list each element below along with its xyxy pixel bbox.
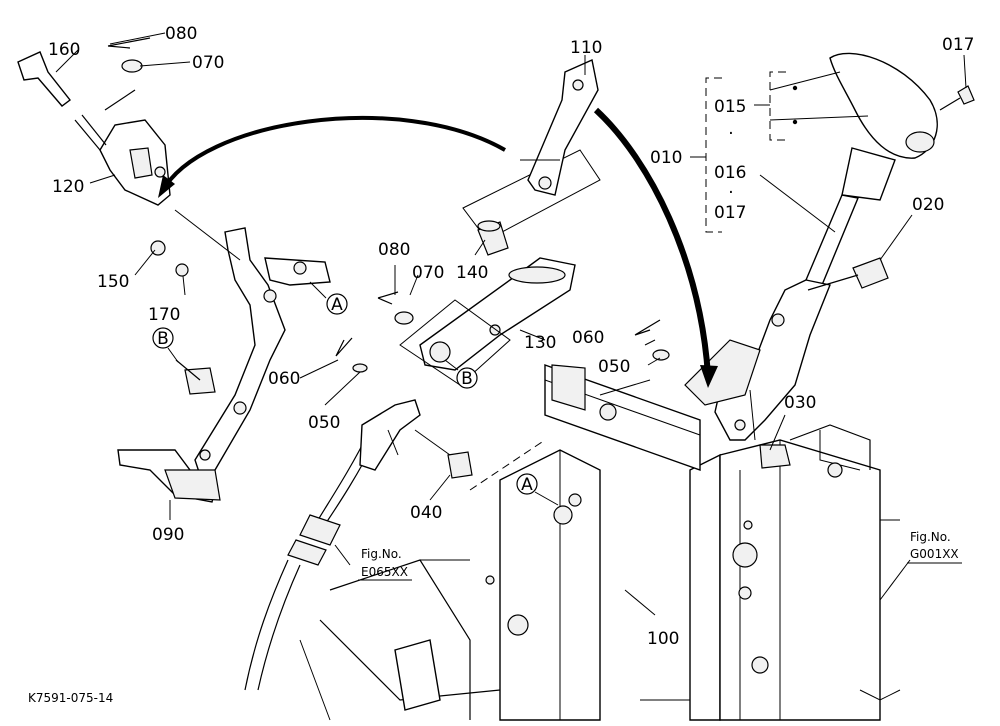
svg-text:Fig.No.: Fig.No.: [910, 530, 951, 544]
link-130: [399, 149, 601, 386]
chassis-frame: [299, 364, 901, 721]
pedal-arm-090: [117, 209, 331, 503]
leader-lines: [55, 32, 967, 616]
label-080-top: 080: [165, 24, 197, 44]
label-060-left: 060: [268, 369, 300, 389]
drawing-code: K7591-075-14: [28, 691, 113, 705]
label-010: 010: [650, 148, 682, 168]
label-140: 140: [456, 263, 488, 283]
shift-lever-010: [684, 52, 975, 469]
label-150: 150: [97, 272, 129, 292]
svg-text:B: B: [461, 369, 473, 389]
svg-text:·: ·: [728, 124, 733, 144]
callout-b-right: B: [444, 359, 478, 389]
fig-ref-g001xx: Fig.No. G001XX: [907, 530, 962, 564]
svg-text:B: B: [157, 329, 169, 349]
label-020: 020: [912, 195, 944, 215]
pin-080-washer-070: [377, 291, 414, 325]
label-040: 040: [410, 503, 442, 523]
label-017-screw: 017: [942, 35, 974, 55]
label-016: 016: [714, 163, 746, 183]
cable-assembly: [244, 399, 421, 691]
label-015: 015: [714, 97, 746, 117]
svg-text:G001XX: G001XX: [910, 547, 959, 561]
callout-a-bottom: A: [516, 473, 559, 506]
svg-text:·: ·: [728, 183, 733, 203]
label-120: 120: [52, 177, 84, 197]
svg-text:Fig.No.: Fig.No.: [361, 547, 402, 561]
svg-text:E065XX: E065XX: [361, 565, 408, 579]
label-090: 090: [152, 525, 184, 545]
label-070-mid: 070: [412, 263, 444, 283]
label-080-mid: 080: [378, 240, 410, 260]
pin-040: [414, 429, 473, 479]
group-brackets: [690, 71, 786, 233]
svg-text:A: A: [331, 295, 343, 315]
label-050-right: 050: [598, 357, 630, 377]
label-170: 170: [148, 305, 180, 325]
fig-ref-e065xx: Fig.No. E065XX: [358, 547, 412, 581]
label-110: 110: [570, 38, 602, 58]
svg-text:A: A: [521, 475, 533, 495]
label-100: 100: [647, 629, 679, 649]
pin-060-washer-050-right: [634, 319, 670, 361]
label-030: 030: [784, 393, 816, 413]
label-050-left: 050: [308, 413, 340, 433]
assembly-arrows: [158, 107, 718, 388]
callout-b-left: B: [152, 327, 179, 363]
lever-110: [520, 59, 599, 196]
label-130: 130: [524, 333, 556, 353]
pin-060-washer-050-left: [335, 337, 368, 373]
label-160: 160: [48, 40, 80, 60]
label-070-top: 070: [192, 53, 224, 73]
bracket-120: [17, 37, 189, 277]
part-labels: 160 080 070 120 150 170 090 110 080 070 …: [48, 24, 974, 649]
callout-a-top: A: [309, 281, 348, 315]
label-017-group: 017: [714, 203, 746, 223]
label-060-right: 060: [572, 328, 604, 348]
